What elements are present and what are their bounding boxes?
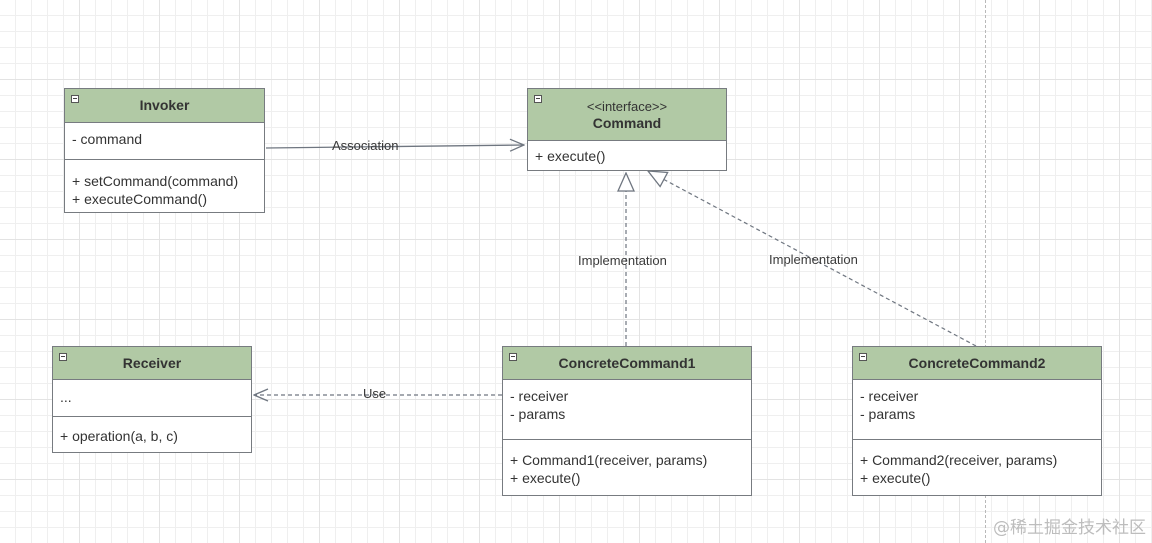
stereotype-label: <<interface>> (586, 98, 668, 114)
method: + Command2(receiver, params) (860, 452, 1058, 468)
class-name: Invoker (139, 97, 190, 113)
method: + execute() (510, 470, 581, 486)
method: + operation(a, b, c) (60, 428, 178, 444)
attribute: - receiver (860, 388, 919, 404)
collapse-icon[interactable] (59, 353, 67, 361)
concrete-command-2-header[interactable]: ConcreteCommand2 (853, 347, 1101, 380)
method: + executeCommand() (72, 191, 208, 207)
class-name: Receiver (122, 354, 182, 371)
attributes-section: - receiver - params (853, 380, 1101, 440)
receiver-header[interactable]: Receiver (53, 347, 251, 380)
command-interface[interactable]: <<interface>> Command + execute() (527, 88, 727, 171)
methods-section: + execute() (528, 141, 726, 171)
attribute: - params (510, 406, 566, 422)
concrete-command-2-class[interactable]: ConcreteCommand2 - receiver - params + C… (852, 346, 1102, 496)
collapse-icon[interactable] (859, 353, 867, 361)
methods-section: + Command1(receiver, params) + execute() (503, 440, 751, 493)
attributes-section: - receiver - params (503, 380, 751, 440)
receiver-class[interactable]: Receiver ... + operation(a, b, c) (52, 346, 252, 453)
command-header[interactable]: <<interface>> Command (528, 89, 726, 141)
class-name: ConcreteCommand1 (558, 354, 696, 371)
implementation-connector-2[interactable] (648, 171, 977, 347)
concrete-command-1-header[interactable]: ConcreteCommand1 (503, 347, 751, 380)
methods-section: + setCommand(command) + executeCommand() (65, 160, 264, 214)
association-label: Association (332, 138, 399, 153)
collapse-icon[interactable] (509, 353, 517, 361)
association-connector[interactable] (265, 145, 524, 148)
collapse-icon[interactable] (71, 95, 79, 103)
attributes-section: ... (53, 380, 251, 417)
method: + execute() (535, 148, 606, 164)
attribute: ... (60, 389, 72, 405)
attribute: - params (860, 406, 916, 422)
use-label: Use (363, 386, 387, 401)
method: + setCommand(command) (72, 173, 239, 189)
class-name: ConcreteCommand2 (908, 354, 1046, 371)
concrete-command-1-class[interactable]: ConcreteCommand1 - receiver - params + C… (502, 346, 752, 496)
implementation-label-2: Implementation (769, 252, 858, 267)
method: + Command1(receiver, params) (510, 452, 708, 468)
invoker-class[interactable]: Invoker - command + setCommand(command) … (64, 88, 265, 213)
invoker-header[interactable]: Invoker (65, 89, 264, 123)
methods-section: + Command2(receiver, params) + execute() (853, 440, 1101, 493)
watermark-text: @稀土掘金技术社区 (993, 518, 1146, 538)
attributes-section: - command (65, 123, 264, 160)
implementation-label-1: Implementation (578, 253, 667, 268)
method: + execute() (860, 470, 931, 486)
attribute: - command (72, 131, 143, 147)
methods-section: + operation(a, b, c) (53, 417, 251, 451)
class-name: Command (592, 114, 662, 131)
collapse-icon[interactable] (534, 95, 542, 103)
attribute: - receiver (510, 388, 569, 404)
page-boundary-guide (985, 0, 986, 543)
